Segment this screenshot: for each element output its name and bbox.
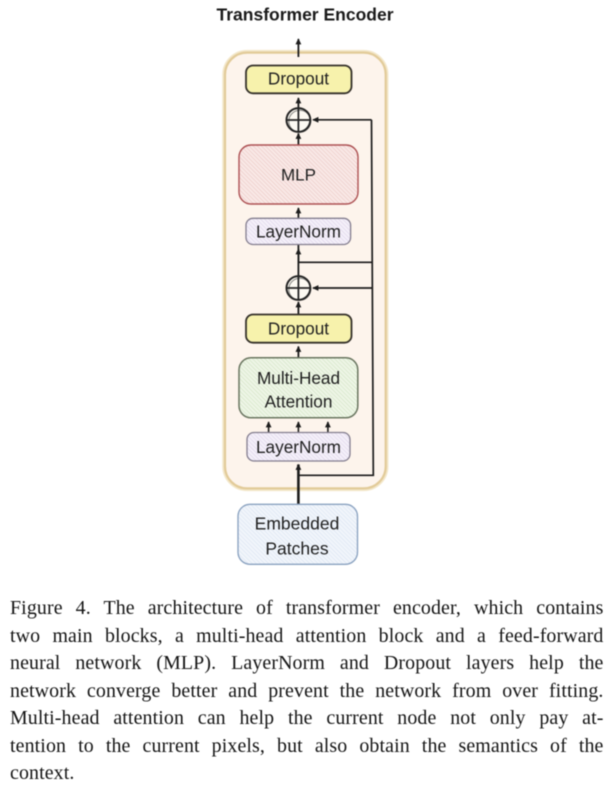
- svg-text:Dropout: Dropout: [268, 69, 329, 89]
- svg-text:Attention: Attention: [265, 392, 333, 412]
- svg-text:Embedded: Embedded: [255, 514, 340, 534]
- svg-text:Multi-Head: Multi-Head: [257, 368, 340, 388]
- svg-text:LayerNorm: LayerNorm: [256, 221, 341, 241]
- svg-text:MLP: MLP: [281, 165, 316, 184]
- svg-text:LayerNorm: LayerNorm: [256, 437, 341, 457]
- svg-text:Patches: Patches: [265, 538, 328, 558]
- svg-text:Dropout: Dropout: [268, 319, 329, 339]
- svg-text:Transformer Encoder: Transformer Encoder: [217, 5, 394, 25]
